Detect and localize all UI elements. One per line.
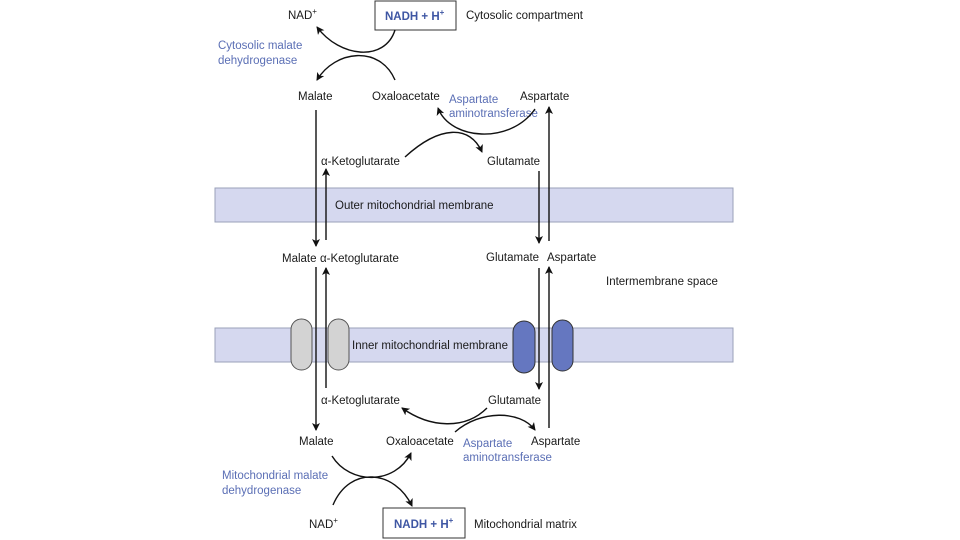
matrix-mdh-label-2: dehydrogenase <box>222 485 301 497</box>
cytosol-nadh: NADH + H+ <box>385 8 445 23</box>
arrow-oaa-to-malate <box>316 54 396 81</box>
matrix-akg: α-Ketoglutarate <box>321 395 400 407</box>
matrix-nad: NAD+ <box>309 516 338 531</box>
arrow-malate-to-oaa <box>331 452 412 478</box>
matrix-nadh-box <box>382 507 466 539</box>
carrier-glu-asp-right <box>551 319 574 372</box>
cytosol-glutamate: Glutamate <box>487 156 540 168</box>
cytosol-aspartate: Aspartate <box>520 91 569 103</box>
matrix-malate: Malate <box>299 436 334 448</box>
arrow-akg-to-glu <box>404 131 483 158</box>
arrow-glu-to-akg <box>401 407 488 425</box>
cytosol-malate: Malate <box>298 91 333 103</box>
cytosol-akg: α-Ketoglutarate <box>321 156 400 168</box>
matrix-ast-label-1: Aspartate <box>463 438 512 450</box>
carrier-akg-malate-left <box>290 318 313 371</box>
ims-akg: α-Ketoglutarate <box>320 253 399 265</box>
matrix-glutamate: Glutamate <box>488 395 541 407</box>
matrix-aspartate: Aspartate <box>531 436 580 448</box>
matrix-mdh-label-1: Mitochondrial malate <box>222 470 328 482</box>
arrow-nad-to-nadh <box>332 476 413 507</box>
cytosolic-mdh-label-1: Cytosolic malate <box>218 40 302 52</box>
outer-membrane <box>214 187 734 223</box>
arrow-asp-to-oaa <box>436 107 536 135</box>
arrow-oaa-to-asp <box>454 414 536 433</box>
outer-membrane-label: Outer mitochondrial membrane <box>335 200 494 212</box>
cytosolic-mdh-label-2: dehydrogenase <box>218 55 297 67</box>
ims-malate: Malate <box>282 253 317 265</box>
matrix-ast-label-2: aminotransferase <box>463 452 552 464</box>
cytosol-ast-label-1: Aspartate <box>449 94 498 106</box>
matrix-nadh: NADH + H+ <box>394 516 454 531</box>
ims-aspartate: Aspartate <box>547 252 596 264</box>
matrix-oxaloacetate: Oxaloacetate <box>386 436 454 448</box>
cytosolic-compartment-label: Cytosolic compartment <box>466 10 584 22</box>
carrier-akg-malate-right <box>327 318 350 371</box>
carrier-glu-asp-left <box>512 320 536 374</box>
cytosol-nad: NAD+ <box>288 7 317 22</box>
arrow-nadh-to-nad <box>316 26 396 53</box>
intermembrane-space-label: Intermembrane space <box>606 276 718 288</box>
mitochondrial-matrix-label: Mitochondrial matrix <box>474 519 577 531</box>
cytosol-nadh-box <box>374 0 457 31</box>
inner-membrane-label: Inner mitochondrial membrane <box>352 340 508 352</box>
cytosol-ast-label-2: aminotransferase <box>449 108 538 120</box>
cytosol-oxaloacetate: Oxaloacetate <box>372 91 440 103</box>
ims-glutamate: Glutamate <box>486 252 539 264</box>
